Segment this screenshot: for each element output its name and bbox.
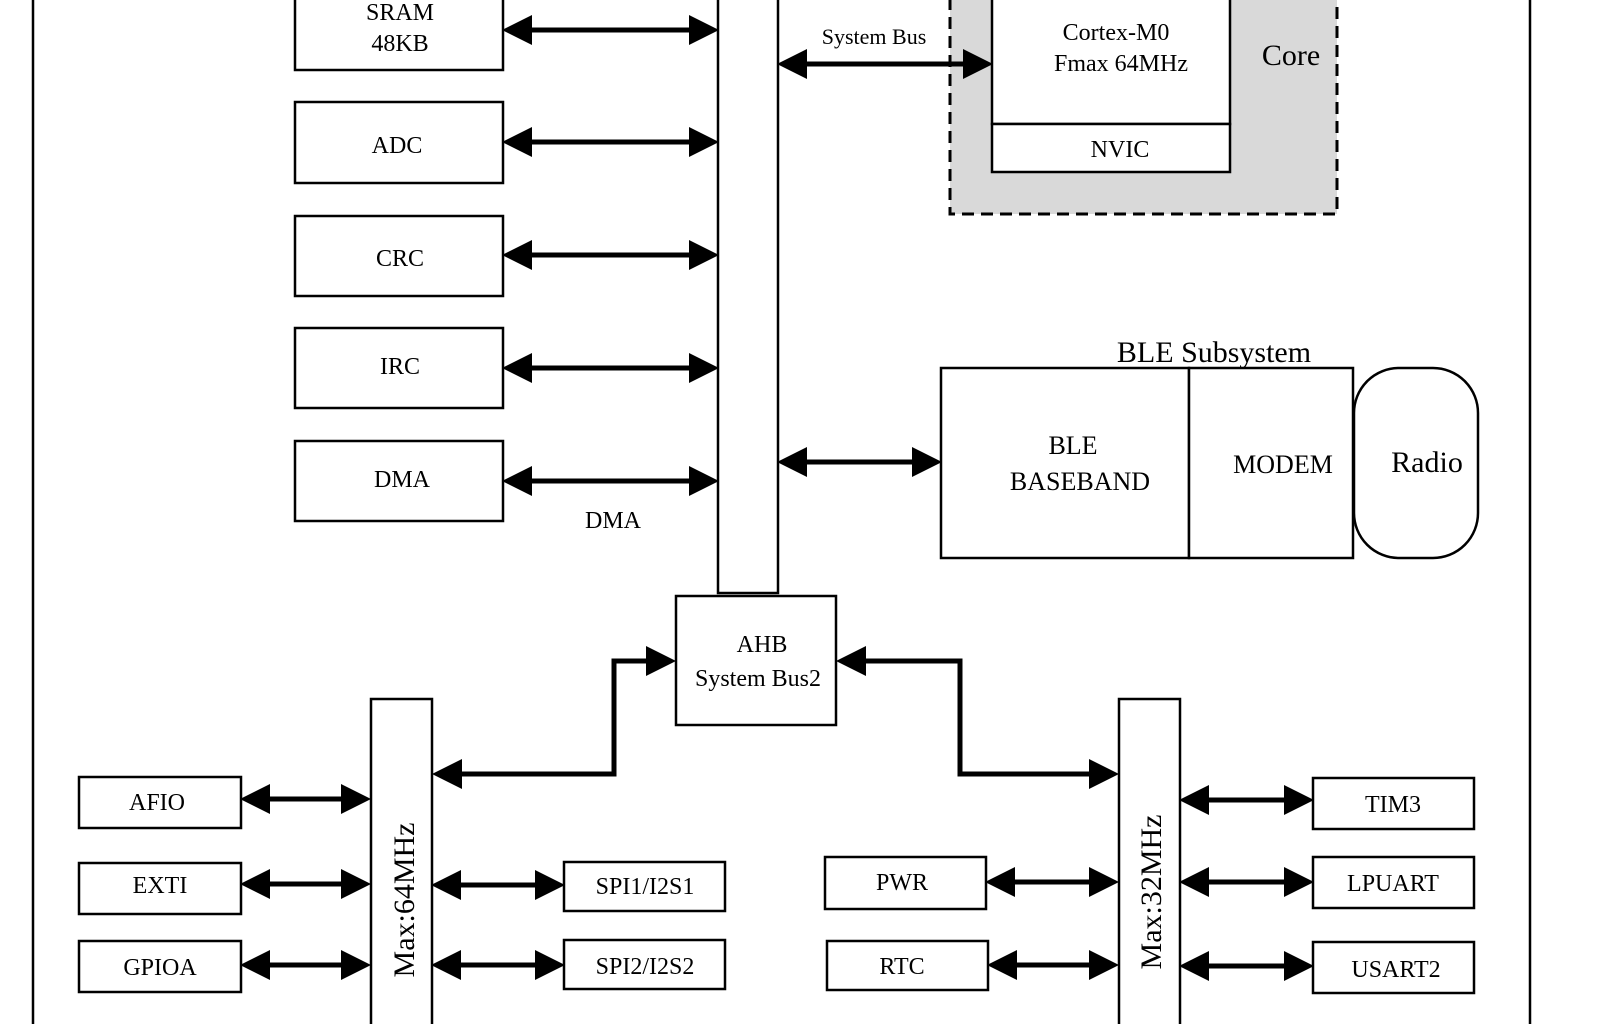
spi1-label: SPI1/I2S1: [596, 874, 695, 900]
ble-baseband-block: [939, 366, 1191, 560]
ahb-block: [674, 594, 838, 727]
exti-block: [77, 861, 243, 916]
nvic-label: NVIC: [1091, 137, 1150, 163]
apb1-bar: [369, 697, 434, 1024]
tim3-label: TIM3: [1365, 792, 1421, 818]
exti-label: EXTI: [133, 873, 188, 899]
crc-label: CRC: [376, 246, 424, 272]
sram-label-2: 48KB: [371, 31, 428, 57]
gpioa-label: GPIOA: [123, 955, 197, 981]
adc-label: ADC: [372, 133, 423, 159]
system-bus-label: System Bus: [822, 24, 927, 49]
main-bus-bar: [716, 0, 780, 595]
cpu-label-1: Cortex-M0: [1063, 20, 1170, 46]
core-label: Core: [1262, 39, 1320, 72]
rtc-label: RTC: [879, 954, 924, 980]
ahb-label-1: AHB: [737, 632, 788, 658]
ble-subsystem-title: BLE Subsystem: [1117, 336, 1311, 369]
dma-arrow-label: DMA: [585, 508, 642, 534]
adc-block: [293, 100, 505, 185]
ahb-apb2-arrow: [836, 646, 1119, 789]
afio-block: [77, 775, 243, 830]
apb2-label: Max:32MHz: [1135, 815, 1168, 970]
radio-label: Radio: [1391, 446, 1463, 479]
radio-block: [1352, 366, 1480, 560]
cpu-label-2: Fmax 64MHz: [1054, 51, 1188, 77]
spi2-block: [562, 938, 727, 991]
modem-block: [1187, 366, 1355, 560]
apb2-bar: [1117, 697, 1182, 1024]
gpioa-block: [77, 939, 243, 994]
ahb-apb1-arrow: [432, 646, 676, 789]
ble-baseband-label-2: BASEBAND: [1010, 467, 1150, 496]
irc-label: IRC: [380, 354, 420, 380]
afio-label: AFIO: [129, 790, 185, 816]
lpuart-block: [1311, 855, 1476, 910]
usart2-block: [1311, 940, 1476, 995]
spi2-label: SPI2/I2S2: [596, 954, 695, 980]
apb1-label: Max:64MHz: [388, 823, 421, 978]
cpu-block: [990, 0, 1232, 126]
pwr-label: PWR: [876, 870, 928, 896]
tim3-block: [1311, 776, 1476, 831]
ahb-label-2: System Bus2: [695, 666, 821, 692]
nvic-block: [990, 122, 1232, 174]
pwr-block: [823, 855, 988, 911]
dma-label: DMA: [374, 467, 431, 493]
ble-baseband-label-1: BLE: [1048, 431, 1097, 460]
modem-label: MODEM: [1233, 450, 1333, 479]
sram-label-1: SRAM: [366, 0, 434, 26]
lpuart-label: LPUART: [1347, 871, 1439, 897]
usart2-label: USART2: [1351, 957, 1440, 983]
dma-block: [293, 439, 505, 523]
